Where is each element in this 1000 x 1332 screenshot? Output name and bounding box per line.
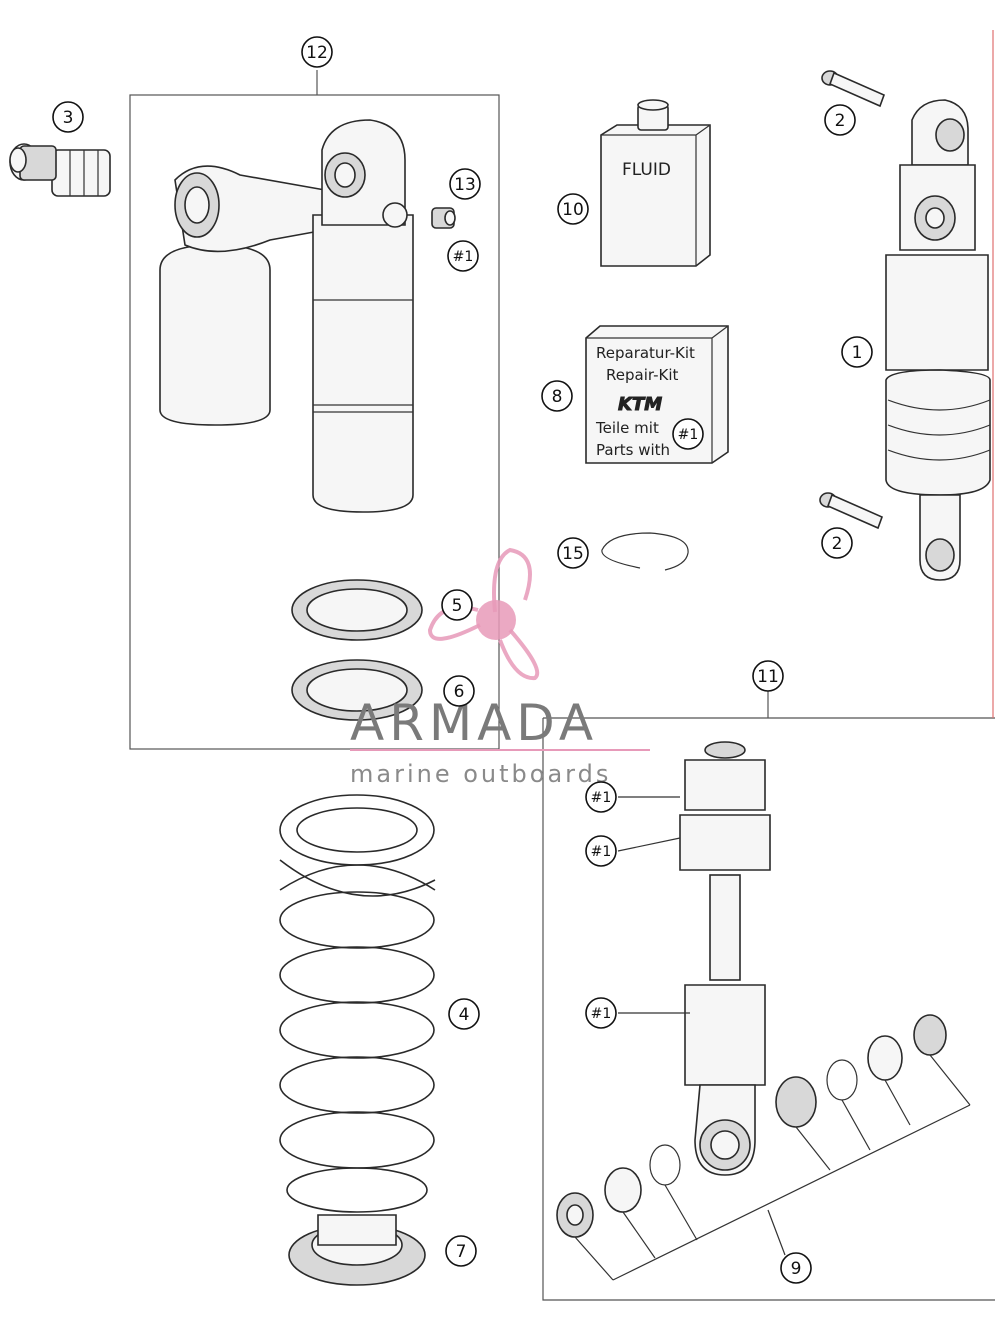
callout-12: 12 [301,36,333,68]
group-11-frame [542,690,995,1301]
callout-hash1-c: #1 [585,835,617,867]
svg-text:1: 1 [852,343,863,363]
bolt-part-2-top [821,70,886,108]
complete-shock-part-1 [885,99,991,581]
damper-unit-part-11 [679,741,771,1176]
coil-spring-part-4 [279,794,436,1213]
watermark-tagline: marine outboards [350,760,611,788]
svg-text:13: 13 [454,175,476,195]
ktm-logo: KTM [618,394,662,415]
circlip-part-15 [601,532,689,571]
callout-1: 1 [841,336,873,368]
svg-text:2: 2 [832,534,843,554]
svg-text:12: 12 [306,43,328,63]
svg-text:8: 8 [552,387,563,407]
svg-text:6: 6 [454,682,465,702]
svg-text:#1: #1 [591,844,612,860]
small-nut-part-13 [431,207,456,229]
callout-hash1-b: #1 [585,781,617,813]
callout-9: 9 [780,1252,812,1284]
svg-text:7: 7 [456,1242,467,1262]
repair-kit-line3: Teile mit [595,419,659,437]
svg-text:9: 9 [791,1259,802,1279]
svg-text:11: 11 [757,667,779,687]
callout-11: 11 [752,660,784,692]
callout-hash1-a: #1 [447,240,479,272]
fluid-container-part-10: FLUID [600,99,711,267]
adjuster-part-3 [9,143,111,197]
svg-text:#1: #1 [591,790,612,806]
shock-body-part-12 [159,119,414,513]
fluid-label: FLUID [622,160,671,180]
callout-3: 3 [52,101,84,133]
svg-text:4: 4 [459,1005,470,1025]
callout-15: 15 [557,537,589,569]
propeller-hub [476,600,516,640]
repair-kit-line1: Reparatur-Kit [596,344,695,362]
watermark-brand: ARMADA [350,694,598,752]
bushing-kit-part-9 [556,1014,971,1281]
callout-5: 5 [441,589,473,621]
callout-hash1-kit: #1 [672,418,704,450]
svg-text:3: 3 [63,108,74,128]
repair-kit-part-8: Reparatur-Kit Repair-Kit KTM Teile mit P… [585,325,729,464]
svg-text:15: 15 [562,544,584,564]
repair-kit-line4: Parts with [596,441,670,459]
callout-6: 6 [443,675,475,707]
svg-text:2: 2 [835,111,846,131]
svg-text:#1: #1 [678,427,699,443]
svg-text:#1: #1 [453,249,474,265]
bolt-part-2-bottom [819,492,884,530]
repair-kit-line2: Repair-Kit [606,366,678,384]
hash1-leaders [617,796,690,1014]
callout-2-top: 2 [824,104,856,136]
callout-7: 7 [445,1235,477,1267]
spring-retainer-part-6 [291,659,423,721]
svg-text:5: 5 [452,596,463,616]
armada-watermark: ARMADA marine outboards [350,547,650,788]
svg-text:#1: #1 [591,1006,612,1022]
svg-text:10: 10 [562,200,584,220]
callout-13: 13 [449,168,481,200]
spring-retainer-part-5 [291,579,423,641]
callout-hash1-d: #1 [585,997,617,1029]
callout-8: 8 [541,380,573,412]
group-12-frame [129,94,500,750]
spring-seat-part-7 [288,1214,426,1286]
callout-2-bottom: 2 [821,527,853,559]
callout-4: 4 [448,998,480,1030]
callout-10: 10 [557,193,589,225]
